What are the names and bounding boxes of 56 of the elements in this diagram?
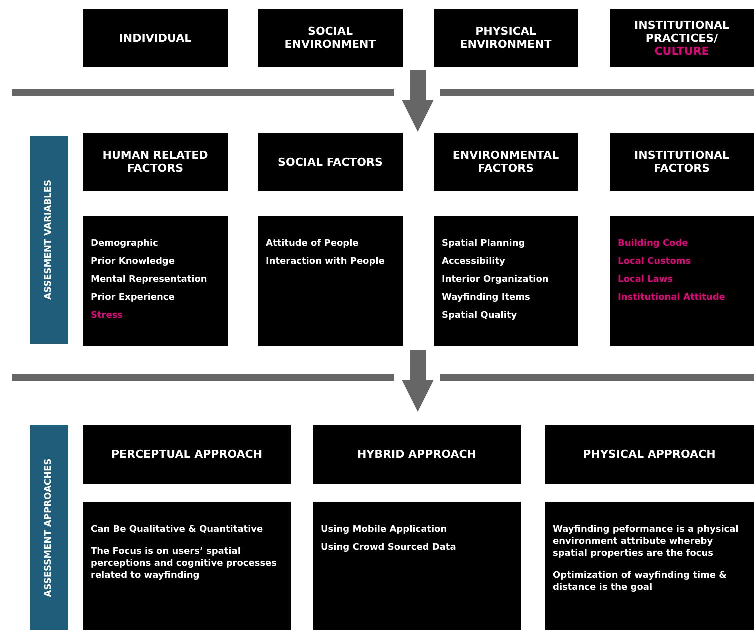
list-box xyxy=(83,216,228,346)
header-text: INSTITUTIONAL PRACTICES/ xyxy=(634,18,730,44)
header-text: HYBRID APPROACH xyxy=(357,448,477,461)
header-text: PHYSICAL ENVIRONMENT xyxy=(459,25,553,51)
list-item: Wayfinding peformance is a physical environment attribute whereby spatial properties are the focus xyxy=(553,524,740,560)
header-box xyxy=(83,133,228,191)
header-box xyxy=(434,133,578,191)
list-item: Stress xyxy=(91,310,124,322)
header-box xyxy=(434,9,578,67)
band-label: ASSESSMENT APPROACHES xyxy=(44,458,54,597)
list-item: Attitude of People xyxy=(266,238,360,250)
list-item: Prior Experience xyxy=(91,292,176,304)
list-item: Institutional Attitude xyxy=(618,292,726,304)
header-text: HUMAN RELATED FACTORS xyxy=(102,149,210,175)
list-box xyxy=(610,216,754,346)
list-box xyxy=(434,216,578,346)
list-item: Demographic xyxy=(91,238,160,250)
list-item: Using Crowd Sourced Data xyxy=(321,542,458,554)
list-item: Can Be Qualitative & Quantitative xyxy=(91,524,264,536)
list-item: Wayfinding Items xyxy=(442,292,532,304)
list-item: Spatial Quality xyxy=(442,310,518,322)
list-item: Prior Knowledge xyxy=(91,256,176,268)
side-band xyxy=(30,425,68,630)
list-item: Optimization of wayfinding time & distance is the goal xyxy=(553,570,728,594)
header-box xyxy=(83,425,291,484)
side-band xyxy=(30,136,68,344)
list-item: Mental Representation xyxy=(91,274,208,286)
header-text: SOCIAL FACTORS xyxy=(278,156,383,168)
header-box xyxy=(83,9,228,67)
list-item: Spatial Planning xyxy=(442,238,526,250)
list-box xyxy=(83,502,291,630)
list-item: Building Code xyxy=(618,238,690,250)
header-box xyxy=(258,133,403,191)
list-item: Accessibility xyxy=(442,256,506,268)
header-box xyxy=(258,9,403,67)
header-box xyxy=(610,133,754,191)
header-text: INDIVIDUAL xyxy=(119,32,192,44)
header-box xyxy=(610,9,754,67)
header-text: ENVIRONMENTAL FACTORS xyxy=(452,149,560,175)
list-box xyxy=(545,502,754,630)
header-text: PHYSICAL APPROACH xyxy=(583,448,716,461)
header-text: INSTITUTIONAL FACTORS xyxy=(634,149,730,175)
header-box xyxy=(545,425,754,484)
list-box xyxy=(313,502,521,630)
header-text: SOCIAL ENVIRONMENT xyxy=(284,25,378,51)
band-label: ASSESMENT VARIABLES xyxy=(44,180,54,300)
list-item: Using Mobile Application xyxy=(321,524,448,536)
list-item: Interaction with People xyxy=(266,256,386,268)
list-item: Local Customs xyxy=(618,256,692,268)
list-item: The Focus is on users’ spatial perceptions and cognitive processes related to wayfinding xyxy=(91,546,278,582)
header-text: CULTURE xyxy=(654,44,710,58)
list-box xyxy=(258,216,403,346)
header-text: PERCEPTUAL APPROACH xyxy=(111,448,263,461)
list-item: Local Laws xyxy=(618,274,674,286)
list-item: Interior Organization xyxy=(442,274,550,286)
header-box xyxy=(313,425,521,484)
